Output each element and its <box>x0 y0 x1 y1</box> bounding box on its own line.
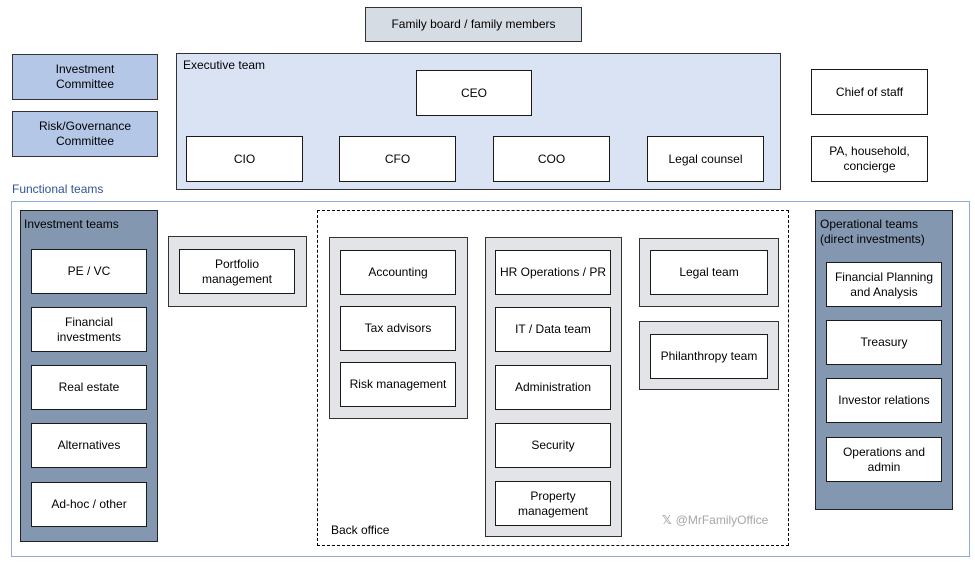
investment-teams-title: Investment teams <box>24 217 119 231</box>
accounting-box: Accounting <box>340 250 456 295</box>
portfolio-management-box: Portfolio management <box>179 249 295 294</box>
investor-relations-box: Investor relations <box>826 378 942 423</box>
risk-governance-committee-box: Risk/Governance Committee <box>12 111 158 157</box>
operational-teams-title: Operational teams (direct investments) <box>820 217 925 246</box>
financial-investments-box: Financial investments <box>31 307 147 352</box>
watermark: 𝕏@MrFamilyOffice <box>662 513 768 527</box>
treasury-box: Treasury <box>826 320 942 365</box>
chief-of-staff-box: Chief of staff <box>811 69 928 115</box>
ceo-box: CEO <box>416 70 532 116</box>
risk-management-box: Risk management <box>340 362 456 407</box>
x-logo-icon: 𝕏 <box>662 513 672 527</box>
ad-hoc-other-box: Ad-hoc / other <box>31 482 147 527</box>
legal-team-box: Legal team <box>650 250 768 295</box>
back-office-region: Back office <box>317 210 789 546</box>
pe-vc-box: PE / VC <box>31 249 147 294</box>
pa-household-concierge-box: PA, household, concierge <box>811 136 928 182</box>
functional-teams-container <box>11 201 970 557</box>
operations-and-admin-box: Operations and admin <box>826 437 942 482</box>
coo-box: COO <box>493 136 610 182</box>
property-management-box: Property management <box>495 481 611 526</box>
executive-team-title: Executive team <box>183 58 266 72</box>
security-box: Security <box>495 423 611 468</box>
tax-advisors-box: Tax advisors <box>340 306 456 351</box>
fpa-box: Financial Planning and Analysis <box>826 262 942 307</box>
family-board-box: Family board / family members <box>365 7 582 42</box>
investment-committee-box: Investment Committee <box>12 54 158 100</box>
legal-counsel-box: Legal counsel <box>647 136 764 182</box>
cio-box: CIO <box>186 136 303 182</box>
functional-teams-title: Functional teams <box>12 182 104 196</box>
hr-operations-pr-box: HR Operations / PR <box>495 250 611 295</box>
real-estate-box: Real estate <box>31 365 147 410</box>
philanthropy-team-box: Philanthropy team <box>650 334 768 379</box>
administration-box: Administration <box>495 365 611 410</box>
alternatives-box: Alternatives <box>31 423 147 468</box>
watermark-handle: @MrFamilyOffice <box>675 513 769 527</box>
back-office-title: Back office <box>331 523 390 537</box>
cfo-box: CFO <box>339 136 456 182</box>
it-data-team-box: IT / Data team <box>495 307 611 352</box>
